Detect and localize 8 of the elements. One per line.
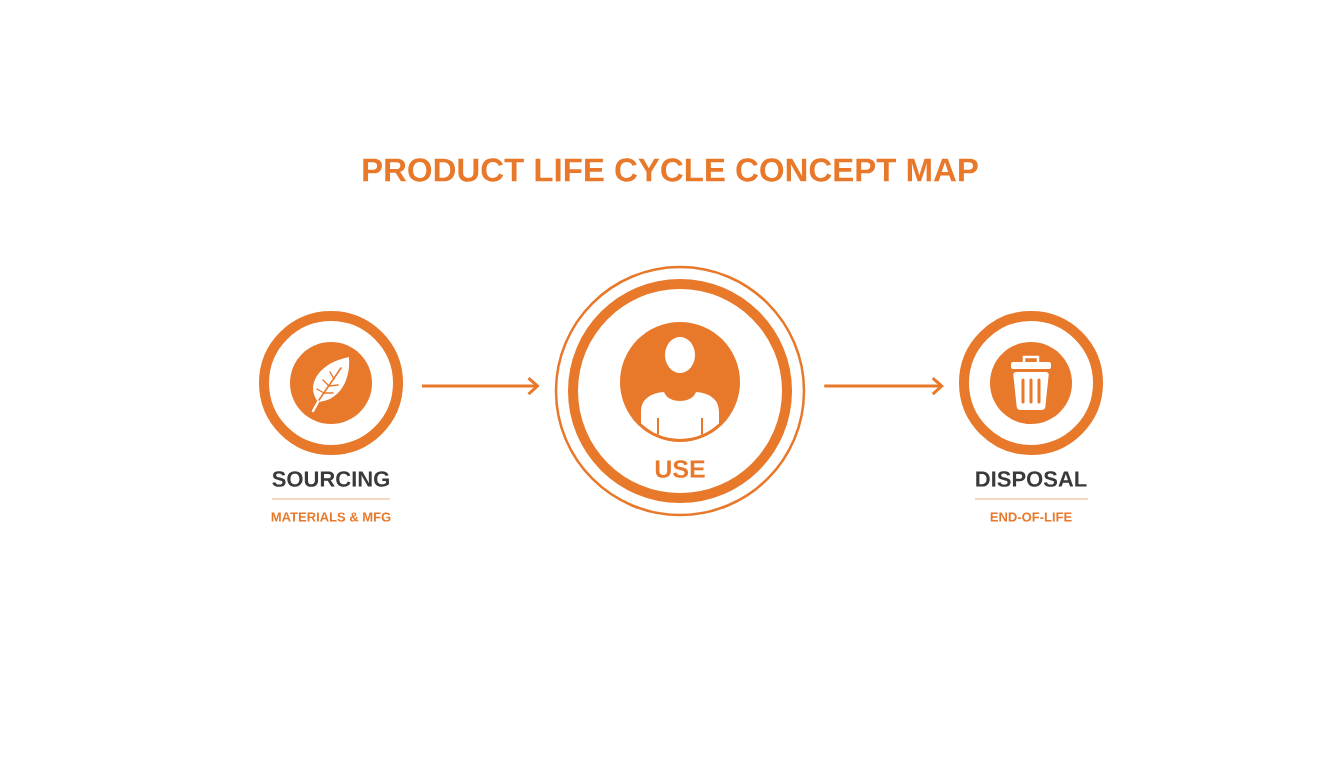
title: PRODUCT LIFE CYCLE CONCEPT MAP — [363, 158, 978, 182]
stage-title: SOURCING — [272, 471, 389, 487]
arrow — [824, 376, 944, 396]
stage-title: DISPOSAL — [976, 471, 1087, 487]
stage-subtitle: END-OF-LIFE — [990, 512, 1072, 522]
stage-title: USE — [655, 460, 705, 478]
arrow — [422, 376, 540, 396]
stage-subtitle: MATERIALS & MFG — [271, 512, 391, 522]
